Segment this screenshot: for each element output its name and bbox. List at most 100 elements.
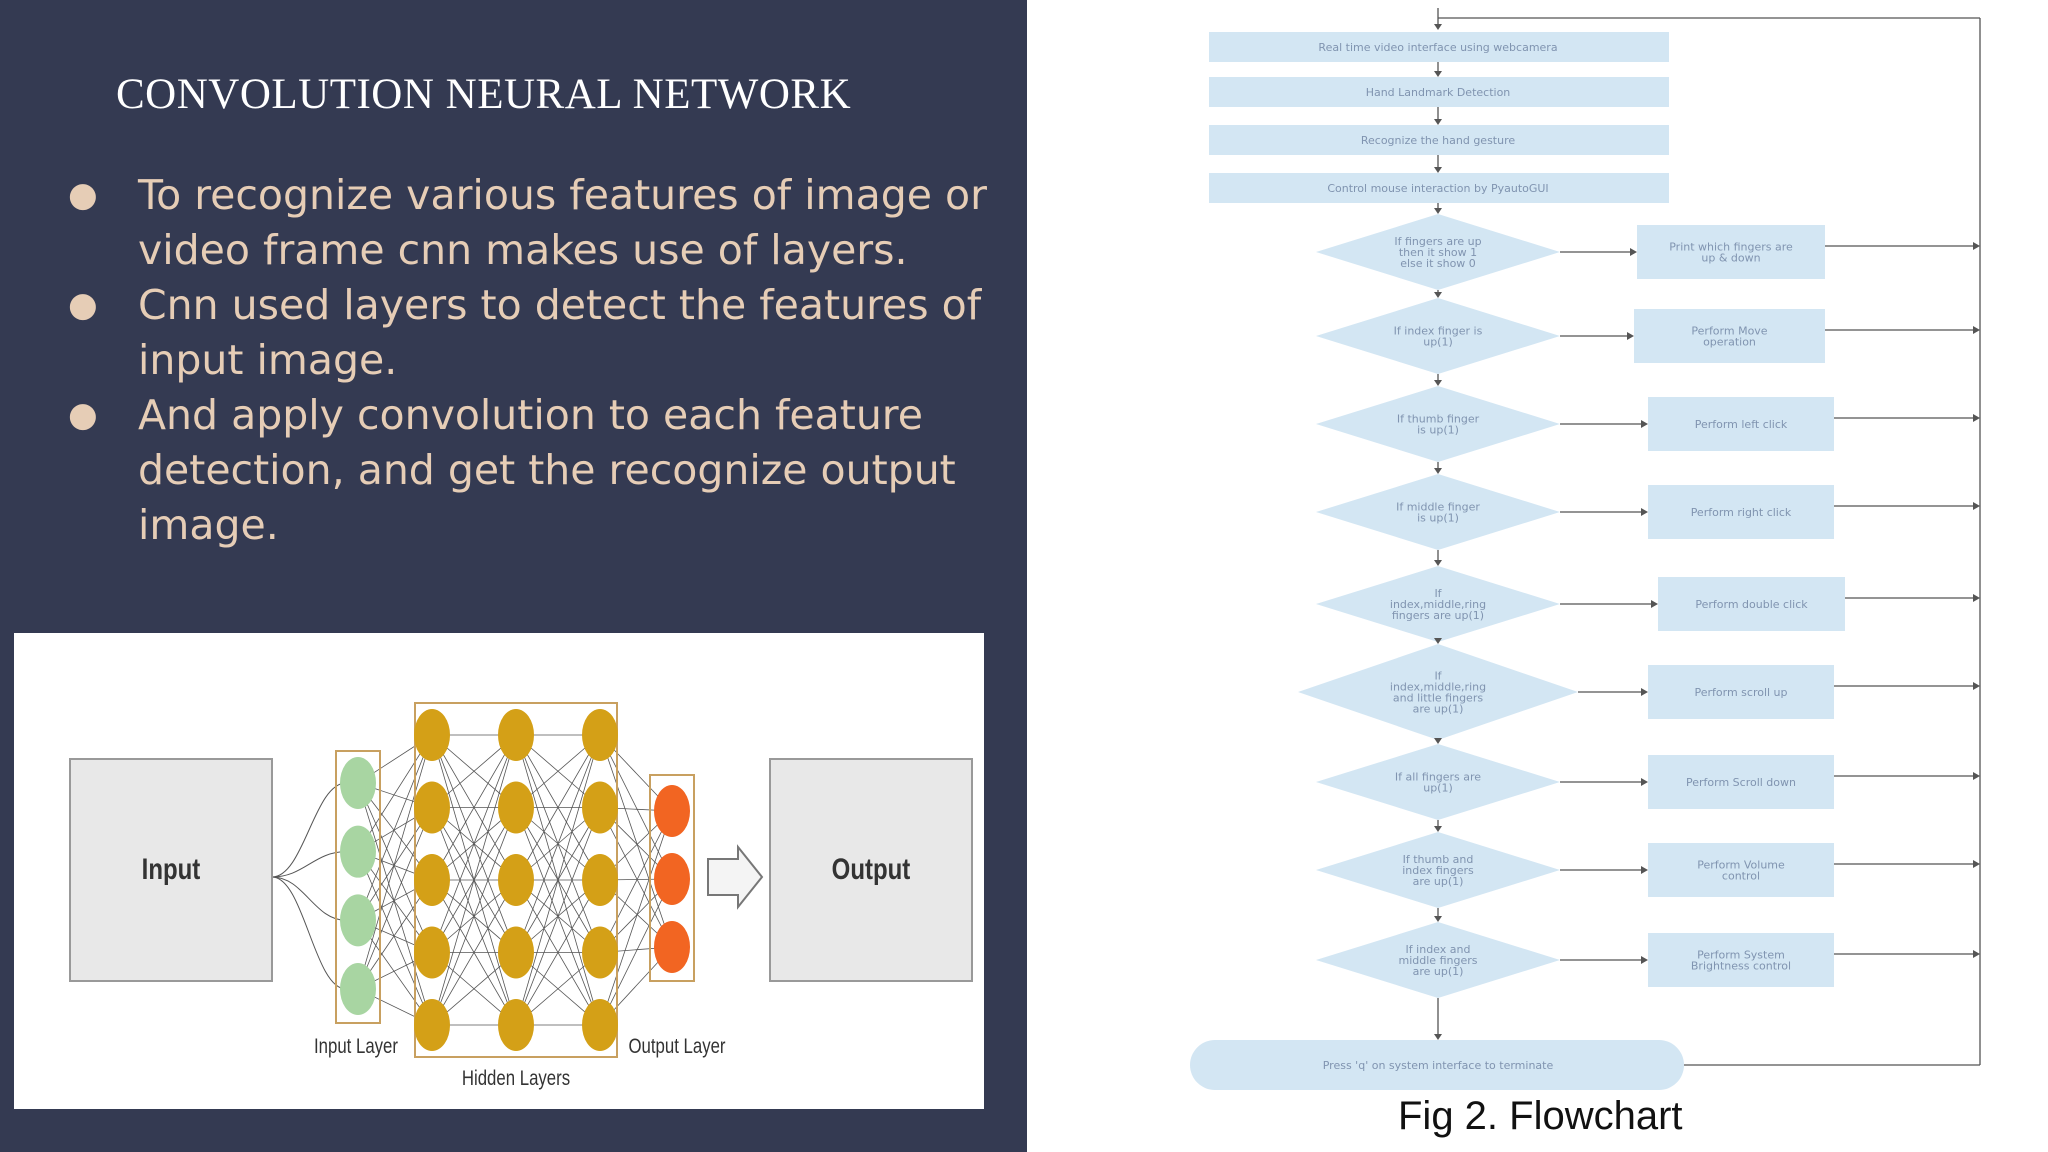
output-layer-label: Output Layer xyxy=(628,1035,726,1058)
decision-text: If middle finger xyxy=(1396,501,1480,514)
terminate-capsule xyxy=(1190,1040,1684,1090)
hidden-node xyxy=(414,926,450,979)
arrow-head-icon xyxy=(1434,208,1442,214)
input-node xyxy=(340,894,376,947)
hidden-node xyxy=(498,926,534,979)
process-box xyxy=(1209,173,1669,203)
process-text: Hand Landmark Detection xyxy=(1366,86,1511,99)
connection-line xyxy=(515,807,601,1026)
decision-diamond xyxy=(1316,832,1560,908)
input-node xyxy=(340,757,376,809)
action-box xyxy=(1648,665,1834,719)
arrow-head-icon xyxy=(1973,772,1980,780)
output-label: Output xyxy=(832,851,911,885)
decision-diamond xyxy=(1316,386,1560,462)
connection-line xyxy=(431,879,517,1026)
hidden-node xyxy=(498,709,534,761)
bullet-text: And apply convolution to each feature de… xyxy=(138,391,956,549)
input-node xyxy=(340,825,376,878)
process-text: Recognize the hand gesture xyxy=(1361,134,1516,147)
decision-text: index fingers xyxy=(1402,864,1474,877)
hidden-node xyxy=(414,999,450,1051)
arrow-head-icon xyxy=(1641,420,1648,428)
action-text: operation xyxy=(1703,336,1756,349)
output-layer-frame xyxy=(649,774,695,982)
arrow-head-icon xyxy=(1973,950,1980,958)
decision-text: else it show 0 xyxy=(1400,257,1476,270)
action-text: Print which fingers are xyxy=(1669,241,1793,254)
decision-text: middle fingers xyxy=(1399,954,1478,967)
hidden-node xyxy=(582,999,618,1051)
arrow-head-icon xyxy=(1434,468,1442,474)
decision-text: index,middle,ring xyxy=(1390,681,1486,694)
arrow-icon xyxy=(707,844,764,910)
connection-line xyxy=(599,810,673,1026)
bullet-dot-icon: ● xyxy=(68,395,98,435)
connection-line xyxy=(515,734,601,1026)
arrow-head-icon xyxy=(1434,167,1442,173)
action-text: Perform System xyxy=(1697,949,1785,962)
decision-diamond xyxy=(1316,566,1560,642)
decision-text: is up(1) xyxy=(1417,424,1459,437)
action-box xyxy=(1658,577,1845,631)
decision-text: If fingers are up xyxy=(1394,235,1481,248)
arrow-head-icon xyxy=(1973,682,1980,690)
input-layer-label: Input Layer xyxy=(314,1035,399,1058)
arrow-head-icon xyxy=(1973,326,1980,334)
connection-line xyxy=(357,734,433,852)
arrow-head-icon xyxy=(1651,600,1658,608)
action-text: up & down xyxy=(1701,252,1760,265)
bullet-item: ●Cnn used layers to detect the features … xyxy=(68,278,988,388)
decision-text: and little fingers xyxy=(1393,692,1483,705)
bullet-text: To recognize various features of image o… xyxy=(138,171,987,274)
action-text: Perform Move xyxy=(1691,325,1767,338)
action-text: Perform double click xyxy=(1695,598,1808,611)
connection-line xyxy=(431,734,517,1026)
bullet-dot-icon: ● xyxy=(68,175,98,215)
arrow-head-icon xyxy=(1973,242,1980,250)
connection-line xyxy=(599,734,673,948)
arrow-head-icon xyxy=(1973,414,1980,422)
hidden-node xyxy=(582,926,618,979)
left-panel: CONVOLUTION NEURAL NETWORK ●To recognize… xyxy=(0,0,1027,1152)
action-text: Brightness control xyxy=(1691,960,1791,973)
hidden-node xyxy=(498,781,534,834)
connection-line xyxy=(599,878,673,1026)
hidden-node xyxy=(498,999,534,1051)
connection-line xyxy=(271,876,347,990)
input-label: Input xyxy=(142,851,201,885)
action-box xyxy=(1648,843,1834,897)
arrow-head-icon xyxy=(1434,738,1442,744)
arrow-head-icon xyxy=(1434,119,1442,125)
action-text: control xyxy=(1722,870,1760,883)
bullet-text: Cnn used layers to detect the features o… xyxy=(138,281,982,384)
decision-text: If index finger is xyxy=(1394,325,1483,338)
output-node xyxy=(654,853,690,905)
terminate-text: Press 'q' on system interface to termina… xyxy=(1323,1059,1554,1072)
input-node xyxy=(340,963,376,1015)
decision-diamond xyxy=(1316,298,1560,374)
decision-text: are up(1) xyxy=(1413,965,1464,978)
decision-text: If thumb and xyxy=(1403,853,1474,866)
hidden-node xyxy=(414,709,450,761)
bullet-item: ● To recognize various features of image … xyxy=(68,168,988,278)
connection-line xyxy=(271,782,347,878)
connection-line xyxy=(357,782,433,953)
arrow-head-icon xyxy=(1434,292,1442,298)
decision-text: If xyxy=(1434,587,1442,600)
connection-line xyxy=(357,851,433,1026)
flowchart: Real time video interface using webcamer… xyxy=(1190,8,1981,1090)
hidden-node xyxy=(582,709,618,761)
arrow-head-icon xyxy=(1973,594,1980,602)
connection-line xyxy=(357,807,433,990)
arrow-head-icon xyxy=(1973,502,1980,510)
process-text: Real time video interface using webcamer… xyxy=(1318,41,1557,54)
decision-text: index,middle,ring xyxy=(1390,598,1486,611)
connection-line xyxy=(271,876,347,921)
action-text: Perform right click xyxy=(1691,506,1792,519)
arrow-head-icon xyxy=(1627,332,1634,340)
decision-diamond xyxy=(1316,744,1560,820)
arrow-head-icon xyxy=(1434,1034,1442,1040)
neural-network-svg: Input Output Input Layer Hidden Layers O… xyxy=(69,702,973,1091)
process-text: Control mouse interaction by PyautoGUI xyxy=(1327,182,1548,195)
